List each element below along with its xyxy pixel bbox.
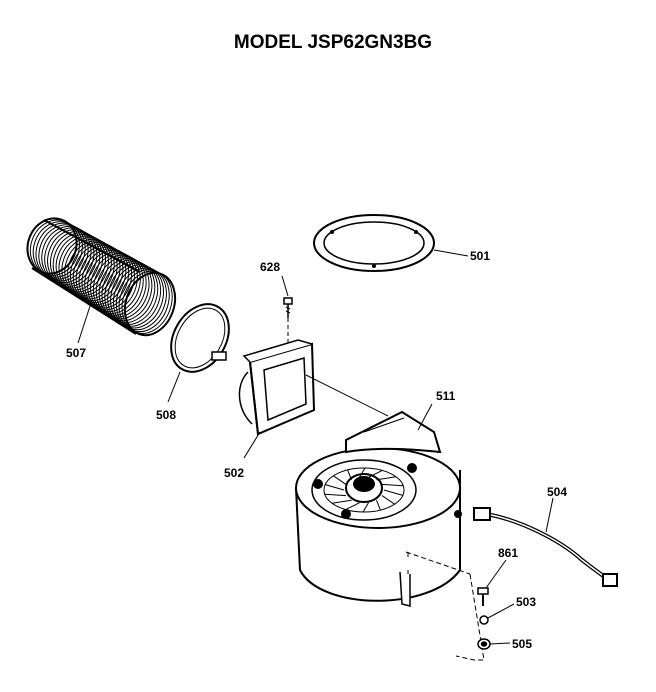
part-label-508: 508 (156, 408, 176, 422)
leader-503 (487, 603, 515, 619)
leader-505 (489, 642, 511, 645)
duct-adapter (238, 339, 316, 436)
screw-side-axis (405, 551, 485, 661)
leader-501 (433, 249, 469, 257)
fan-blade (332, 499, 352, 504)
leader-628 (281, 275, 289, 297)
duct-ring (38, 224, 89, 282)
leader-502 (243, 431, 261, 459)
leader-508 (167, 371, 181, 403)
fan-blade (381, 495, 395, 505)
leader-507 (77, 299, 93, 344)
fan-blade (376, 500, 381, 511)
fan-blade (383, 489, 403, 496)
grommet (477, 638, 491, 650)
leader-504 (545, 497, 554, 533)
fan-blade (324, 493, 347, 497)
fan-blade (359, 467, 366, 478)
part-label-511: 511 (436, 389, 456, 403)
duct-ring (44, 227, 95, 285)
fan-blade (362, 502, 369, 513)
duct-clamp (170, 303, 230, 373)
duct-rings (26, 217, 176, 336)
part-label-505: 505 (512, 637, 532, 651)
leader-861 (485, 559, 507, 589)
fan-blades (324, 467, 404, 513)
leader-511 (417, 403, 433, 431)
washer (479, 615, 489, 625)
screw-top (283, 297, 293, 318)
fan-blade (333, 475, 347, 485)
wire-harness (473, 507, 618, 587)
model-title: MODEL JSP62GN3BG (234, 32, 432, 53)
part-label-861: 861 (498, 546, 518, 560)
screw-side (477, 587, 489, 606)
fan-blade (347, 469, 352, 480)
duct-ring (41, 225, 92, 284)
flex-duct (26, 217, 177, 337)
fan-blade (345, 502, 360, 511)
part-label-507: 507 (66, 346, 86, 360)
fan-blade (376, 476, 396, 481)
part-label-501: 501 (470, 249, 490, 263)
grille-ring (313, 214, 435, 272)
blower-assembly (295, 410, 462, 607)
part-label-628: 628 (260, 260, 280, 274)
part-label-503: 503 (516, 595, 536, 609)
fan-blade (368, 469, 383, 478)
fan-blade (325, 484, 345, 491)
fan-blade (381, 483, 404, 487)
part-label-504: 504 (547, 485, 567, 499)
adapter-axis (305, 374, 389, 417)
part-label-502: 502 (224, 466, 244, 480)
